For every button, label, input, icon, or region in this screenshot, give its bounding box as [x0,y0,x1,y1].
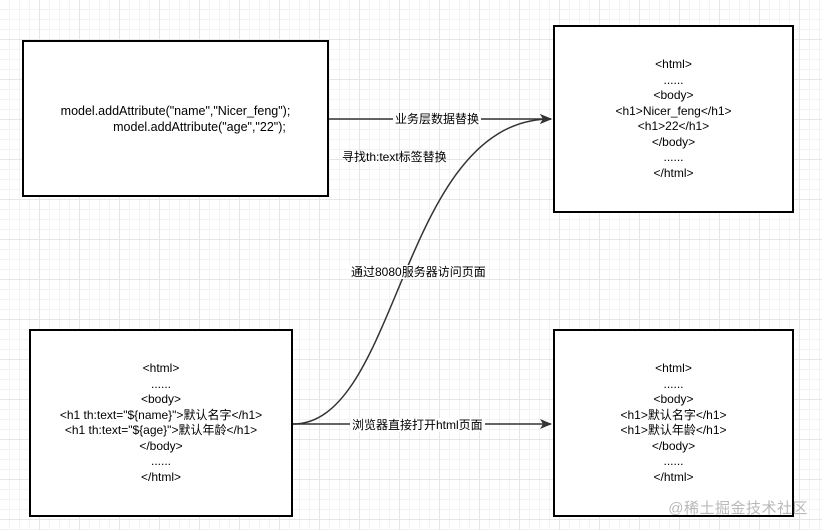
edge-label-find-th-text: 寻找th:text标签替换 [342,150,447,164]
server-rendered-html-box: <html> ...... <body> <h1>Nicer_feng</h1>… [553,25,794,213]
code-line: <h1>Nicer_feng</h1> [615,103,732,118]
code-line: <html> [655,57,692,71]
code-line: ...... [663,150,684,164]
code-line: ...... [150,376,171,391]
code-line: ...... [663,72,684,87]
code-line: </body> [139,438,183,453]
code-line: <h1>默认名字</h1> [620,407,727,422]
code-line: <html> [142,361,180,375]
model-line-age: model.addAttribute("age","22"); [113,119,286,134]
edge-label-browser-open: 浏览器直接打开html页面 [350,418,485,432]
code-line: </html> [653,165,694,180]
code-line: <h1>22</h1> [637,119,710,133]
code-line: <h1 th:text="${age}">默认年龄</h1> [64,423,258,437]
code-line: ...... [663,376,684,391]
thymeleaf-template-box: <html> ...... <body> <h1 th:text="${name… [29,329,293,517]
code-line: <h1 th:text="${name}">默认名字</h1> [59,407,263,422]
code-line: <html> [655,361,692,375]
code-line: ...... [663,454,684,468]
model-line-name: model.addAttribute("name","Nicer_feng"); [60,103,291,118]
code-line: <h1>默认年龄</h1> [620,423,727,437]
edge-label-via-8080: 通过8080服务器访问页面 [349,265,488,279]
watermark: @稀土掘金技术社区 [668,500,808,517]
code-line: <body> [140,392,182,406]
code-line: <body> [653,88,694,102]
code-line: ...... [150,454,171,468]
code-line: </html> [140,469,182,484]
code-line: <body> [653,392,694,406]
model-code-box: model.addAttribute("name","Nicer_feng");… [22,40,329,197]
edge-label-biz-replace: 业务层数据替换 [393,112,482,126]
code-line: </body> [651,438,696,453]
code-line: </html> [653,469,694,484]
static-html-box: <html> ...... <body> <h1>默认名字</h1> <h1>默… [553,329,794,517]
code-line: </body> [651,134,696,149]
